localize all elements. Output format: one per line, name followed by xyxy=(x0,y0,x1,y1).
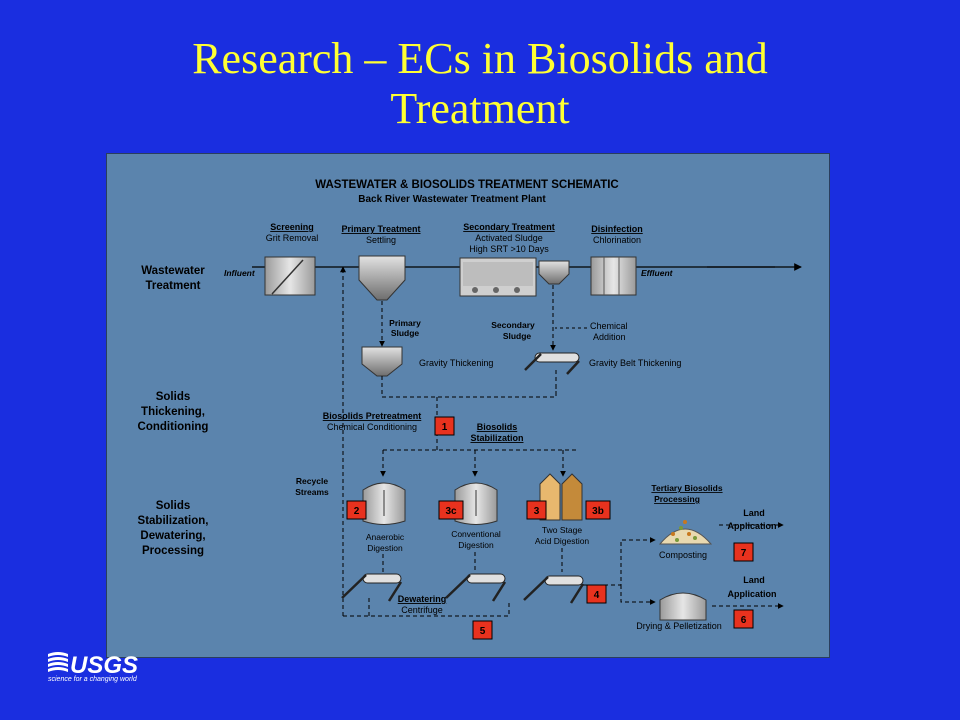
label-land-app-1b: Application xyxy=(728,521,777,531)
marker-4: 4 xyxy=(586,584,607,604)
diagram-title: WASTEWATER & BIOSOLIDS TREATMENT SCHEMAT… xyxy=(315,179,618,191)
label-disinfection: Disinfection xyxy=(591,224,643,234)
slide-title-line-1: Research – ECs in Biosolids and xyxy=(192,34,768,83)
label-chemical-1: Chemical xyxy=(590,321,628,331)
acid-digesters xyxy=(539,473,583,521)
activated-sludge-tank xyxy=(459,257,537,297)
schematic-panel: WASTEWATER & BIOSOLIDS TREATMENT SCHEMAT… xyxy=(106,153,830,658)
usgs-tagline: science for a changing world xyxy=(48,676,137,683)
label-chemical-2: Addition xyxy=(593,332,626,342)
primary-clarifier xyxy=(358,255,406,301)
svg-text:5: 5 xyxy=(480,626,486,637)
label-primary-sludge-2: Sludge xyxy=(391,328,420,338)
label-land-app-2b: Application xyxy=(728,589,777,599)
label-activated-sludge: Activated Sludge xyxy=(475,233,543,243)
row-label-thickening-2: Thickening, xyxy=(141,406,205,418)
usgs-wave-icon xyxy=(48,652,68,672)
usgs-wordmark: USGS xyxy=(70,652,138,679)
screening-unit xyxy=(264,256,316,296)
label-gravity-belt: Gravity Belt Thickening xyxy=(589,358,681,368)
label-anaerobic-1: Anaerobic xyxy=(366,532,405,542)
label-gravity-thickening: Gravity Thickening xyxy=(419,358,493,368)
marker-7: 7 xyxy=(733,542,754,562)
gravity-thickener xyxy=(361,346,403,377)
row-label-thickening-3: Conditioning xyxy=(138,421,209,433)
label-settling: Settling xyxy=(366,235,396,245)
row-label-thickening-1: Solids xyxy=(156,391,191,403)
schematic-diagram: WASTEWATER & BIOSOLIDS TREATMENT SCHEMAT… xyxy=(138,179,802,640)
marker-3: 3 xyxy=(526,500,547,520)
centrifuge-1 xyxy=(341,573,403,602)
label-stabilization-2: Stabilization xyxy=(470,433,523,443)
slide-title: Research – ECs in Biosolids and Treatmen… xyxy=(0,34,960,134)
label-twostage-1: Two Stage xyxy=(542,525,582,535)
svg-text:6: 6 xyxy=(741,615,747,626)
conventional-digester xyxy=(454,482,498,525)
svg-text:3: 3 xyxy=(534,506,540,517)
label-secondary-treatment: Secondary Treatment xyxy=(463,222,555,232)
label-tertiary-2: Processing xyxy=(654,494,700,504)
label-primary-treatment: Primary Treatment xyxy=(341,224,420,234)
label-recycle-2: Streams xyxy=(295,487,329,497)
label-secondary-sludge-1: Secondary xyxy=(491,320,535,330)
label-grit-removal: Grit Removal xyxy=(266,233,319,243)
row-label-stabilization-3: Dewatering, xyxy=(140,530,205,542)
svg-text:4: 4 xyxy=(594,590,600,601)
tertiary-feed-line xyxy=(583,537,656,586)
dryer-unit xyxy=(659,592,707,621)
row-label-wastewater-2: Treatment xyxy=(146,280,201,292)
row-label-stabilization-1: Solids xyxy=(156,500,191,512)
label-primary-sludge-1: Primary xyxy=(389,318,421,328)
svg-text:3c: 3c xyxy=(445,506,457,517)
drying-feed-line xyxy=(620,585,656,605)
label-conventional-1: Conventional xyxy=(451,529,501,539)
centrate-return-line xyxy=(343,601,510,617)
label-conventional-2: Digestion xyxy=(458,540,494,550)
label-land-app-2a: Land xyxy=(743,575,765,585)
label-tertiary-1: Tertiary Biosolids xyxy=(651,483,722,493)
label-composting: Composting xyxy=(659,550,707,560)
label-srt: High SRT >10 Days xyxy=(469,244,549,254)
label-centrifuge: Centrifuge xyxy=(401,605,443,615)
usgs-logo: USGS xyxy=(48,652,138,679)
label-effluent: Effluent xyxy=(641,268,674,278)
svg-text:2: 2 xyxy=(354,506,360,517)
marker-3b: 3b xyxy=(585,500,611,520)
label-chemical-conditioning: Chemical Conditioning xyxy=(327,422,417,432)
label-secondary-sludge-2: Sludge xyxy=(503,331,532,341)
label-biosolids-pretreatment: Biosolids Pretreatment xyxy=(323,411,422,421)
marker-6: 6 xyxy=(733,609,754,629)
label-land-app-1a: Land xyxy=(743,508,765,518)
gravity-belt-thickener xyxy=(524,352,580,375)
row-label-wastewater-1: Wastewater xyxy=(141,265,205,277)
label-twostage-2: Acid Digestion xyxy=(535,536,590,546)
secondary-clarifier xyxy=(538,260,570,285)
label-drying: Drying & Pelletization xyxy=(636,621,722,631)
thickened-sludge-line xyxy=(381,376,557,398)
label-chlorination: Chlorination xyxy=(593,235,641,245)
anaerobic-digester xyxy=(362,482,406,525)
centrifuge-3 xyxy=(523,575,585,604)
svg-text:3b: 3b xyxy=(592,506,604,517)
label-anaerobic-2: Digestion xyxy=(367,543,403,553)
marker-1: 1 xyxy=(434,416,455,436)
label-recycle-1: Recycle xyxy=(296,476,328,486)
centrifuge-2 xyxy=(445,573,507,602)
label-influent: Influent xyxy=(224,268,256,278)
diagram-subtitle: Back River Wastewater Treatment Plant xyxy=(358,194,546,205)
slide-title-line-2: Treatment xyxy=(390,84,570,133)
marker-2: 2 xyxy=(346,500,367,520)
label-dewatering: Dewatering xyxy=(398,594,447,604)
label-screening: Screening xyxy=(270,222,314,232)
row-label-stabilization-2: Stabilization, xyxy=(138,515,209,527)
marker-5: 5 xyxy=(472,620,493,640)
svg-text:7: 7 xyxy=(741,548,747,559)
chlorine-contact-tank xyxy=(590,256,637,296)
marker-3c: 3c xyxy=(438,500,464,520)
label-stabilization-1: Biosolids xyxy=(477,422,518,432)
row-label-stabilization-4: Processing xyxy=(142,545,204,557)
compost-pile xyxy=(658,520,713,545)
svg-text:1: 1 xyxy=(442,422,448,433)
